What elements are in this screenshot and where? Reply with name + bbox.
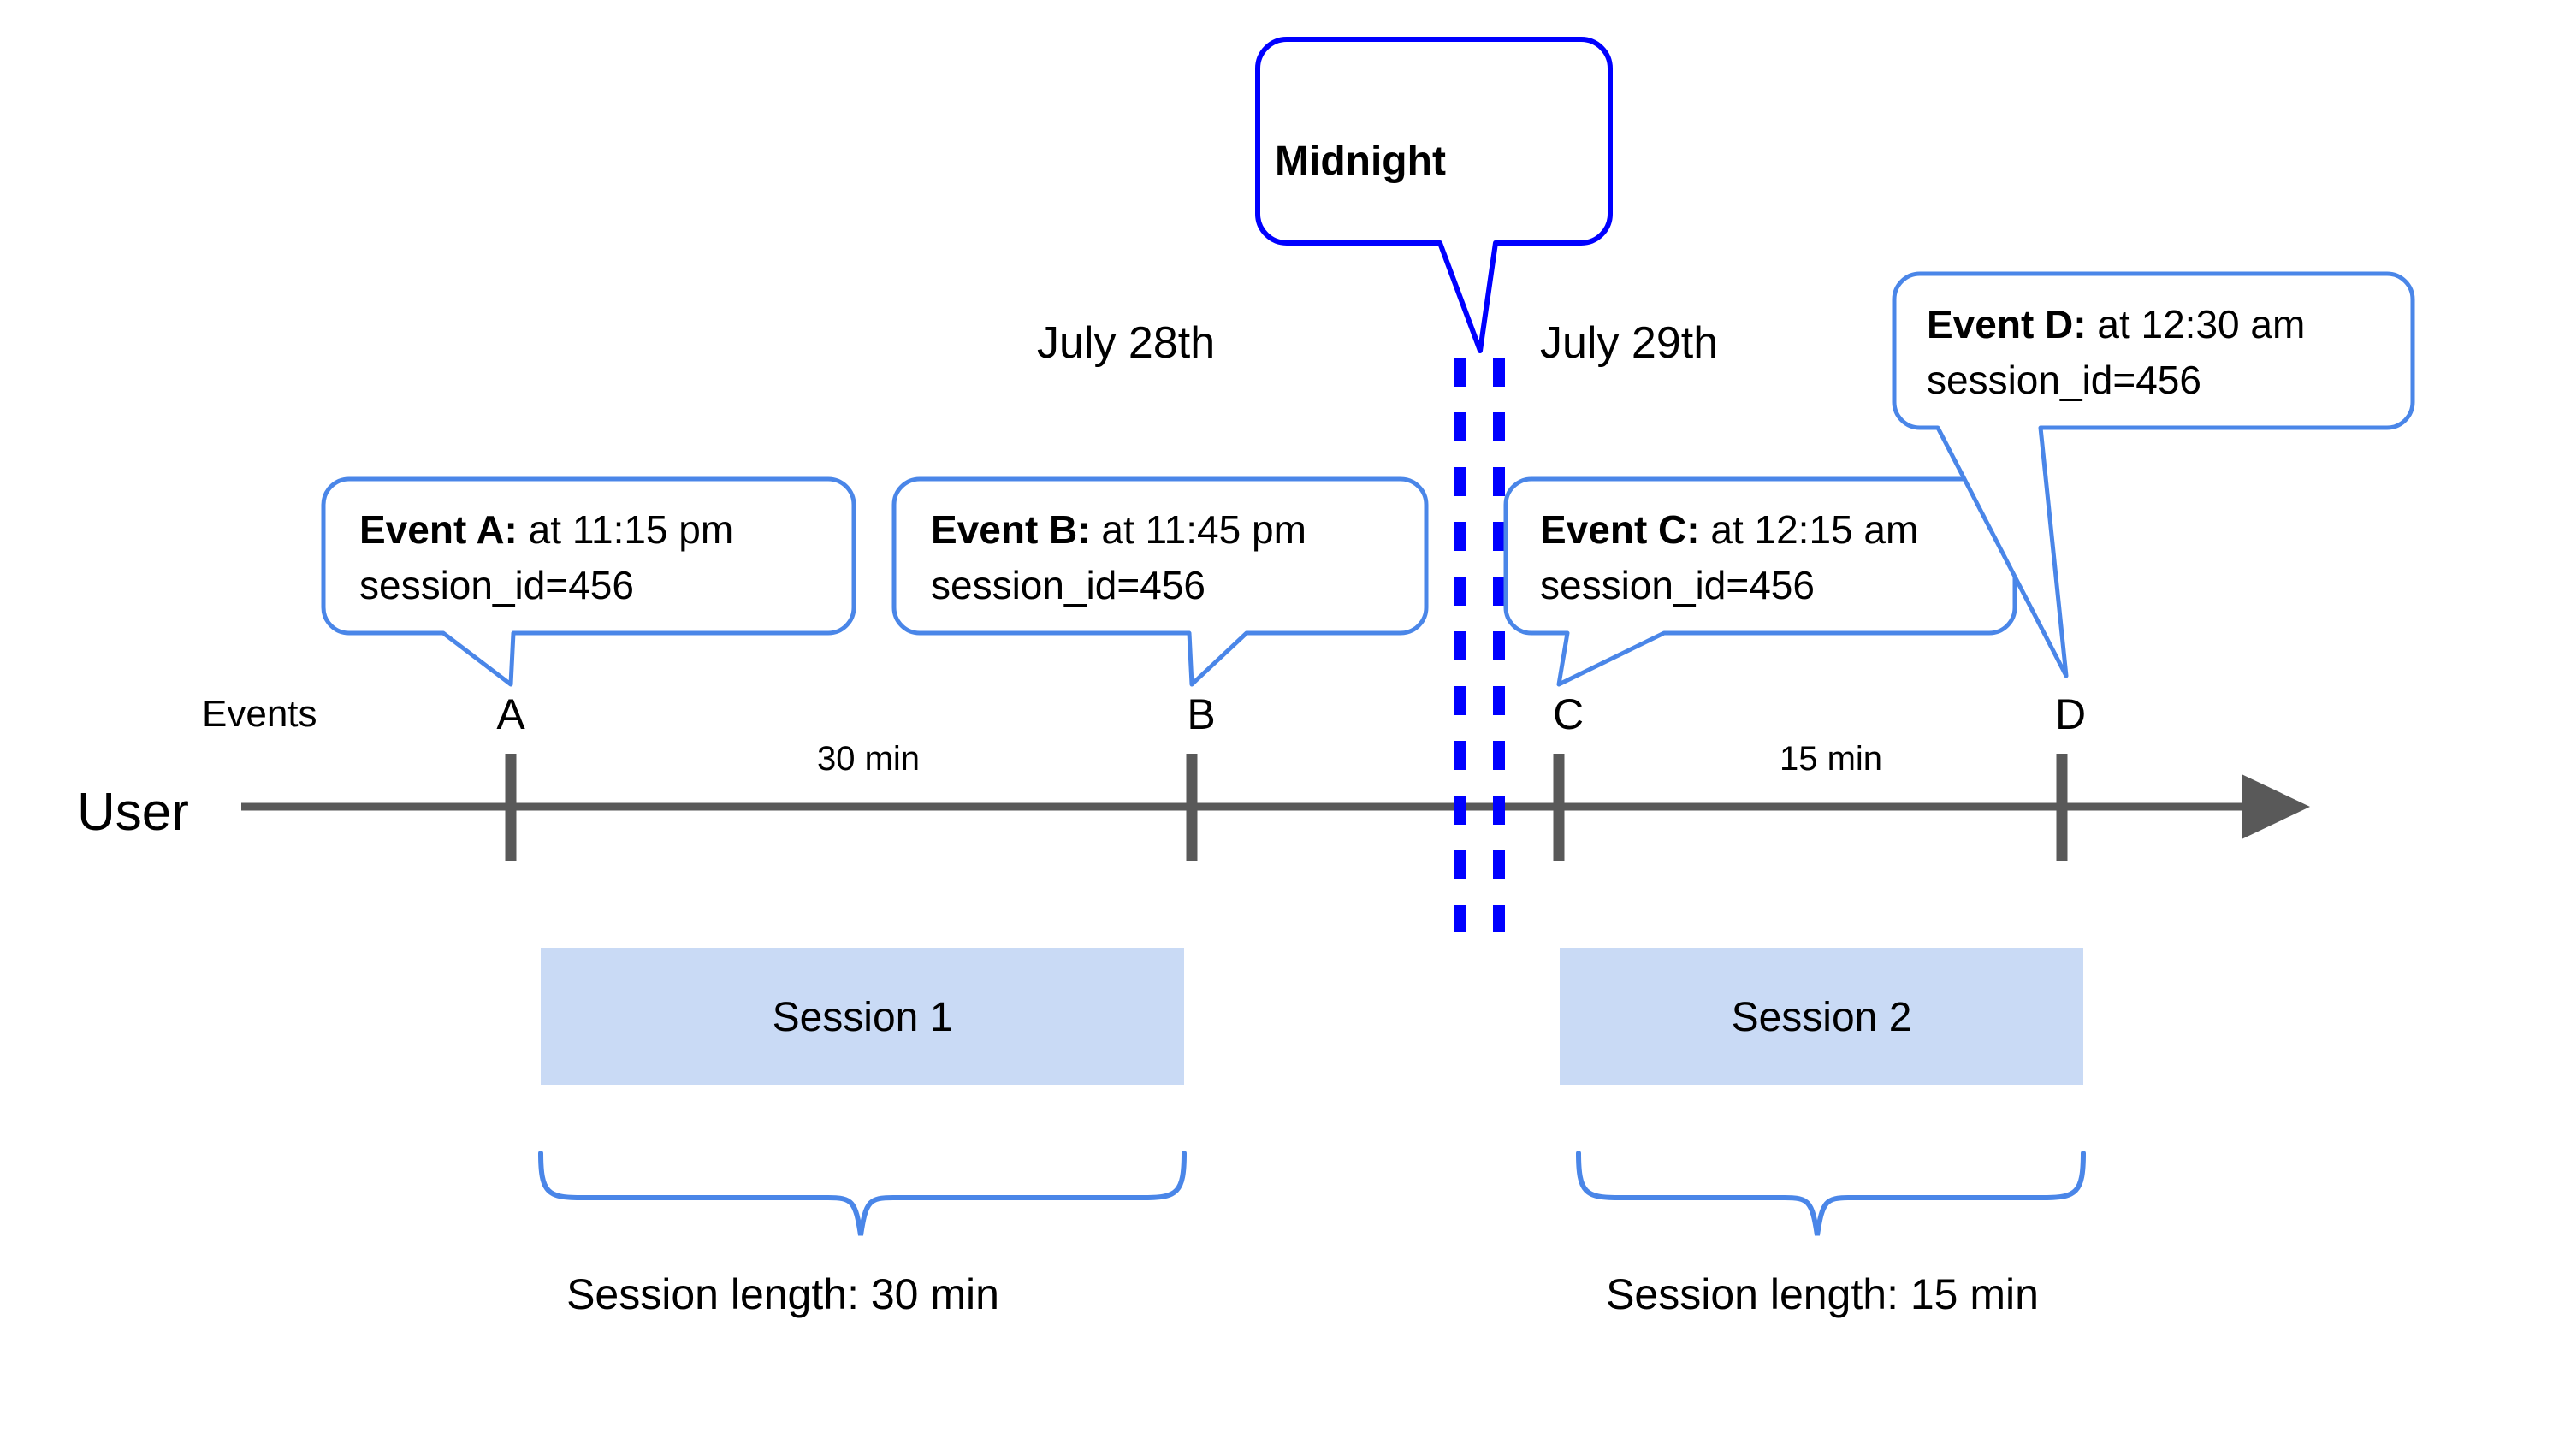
session-length-caption-1: Session length: 30 min <box>566 1270 999 1318</box>
session-box-label-1: Session 1 <box>773 995 953 1040</box>
event-d-detail: at 12:30 am <box>2087 302 2306 346</box>
event-a-lead: Event A: <box>359 507 518 552</box>
session-box-label-2: Session 2 <box>1732 995 1912 1040</box>
event-marker-label-b: B <box>1187 690 1215 738</box>
event-marker-label-c: C <box>1553 690 1584 738</box>
event-d-lead: Event D: <box>1927 302 2087 346</box>
session-length-caption-2: Session length: 15 min <box>1606 1270 2039 1318</box>
event-d-callout-line2: session_id=456 <box>1927 358 2201 402</box>
date-label-july-28: July 28th <box>1037 318 1215 368</box>
gap-duration-label-1: 30 min <box>817 740 920 778</box>
midnight-callout-label: Midnight <box>1275 139 1446 184</box>
event-c-callout-bubble <box>1503 476 2017 687</box>
event-b-callout-line1: Event B: at 11:45 pm <box>931 507 1306 552</box>
event-c-callout-line2: session_id=456 <box>1540 563 1815 607</box>
session-box-2 <box>1560 948 2083 1085</box>
event-c-lead: Event C: <box>1540 507 1700 552</box>
lane-label-events: Events <box>202 693 317 735</box>
event-d-callout-bubble <box>1892 271 2415 678</box>
event-marker-label-a: A <box>496 690 525 738</box>
timeline-arrowhead <box>2242 774 2310 839</box>
midnight-callout-bubble <box>1255 37 1613 353</box>
session-2-brace <box>1576 1151 2086 1236</box>
session-box-1 <box>541 948 1184 1085</box>
lane-label-user: User <box>77 783 189 842</box>
event-a-callout-bubble <box>321 476 856 687</box>
gap-duration-label-2: 15 min <box>1780 740 1882 778</box>
event-b-callout-line2: session_id=456 <box>931 563 1205 607</box>
event-b-detail: at 11:45 pm <box>1091 507 1306 552</box>
event-a-callout-line2: session_id=456 <box>359 563 634 607</box>
session-1-brace <box>538 1151 1187 1236</box>
event-a-detail: at 11:15 pm <box>518 507 733 552</box>
event-marker-label-d: D <box>2055 690 2086 738</box>
event-b-lead: Event B: <box>931 507 1091 552</box>
event-b-callout-bubble <box>891 476 1429 687</box>
event-a-callout-line1: Event A: at 11:15 pm <box>359 507 733 552</box>
event-c-detail: at 12:15 am <box>1700 507 1919 552</box>
date-label-july-29: July 29th <box>1540 318 1718 368</box>
event-d-callout-line1: Event D: at 12:30 am <box>1927 302 2305 346</box>
event-c-callout-line1: Event C: at 12:15 am <box>1540 507 1918 552</box>
